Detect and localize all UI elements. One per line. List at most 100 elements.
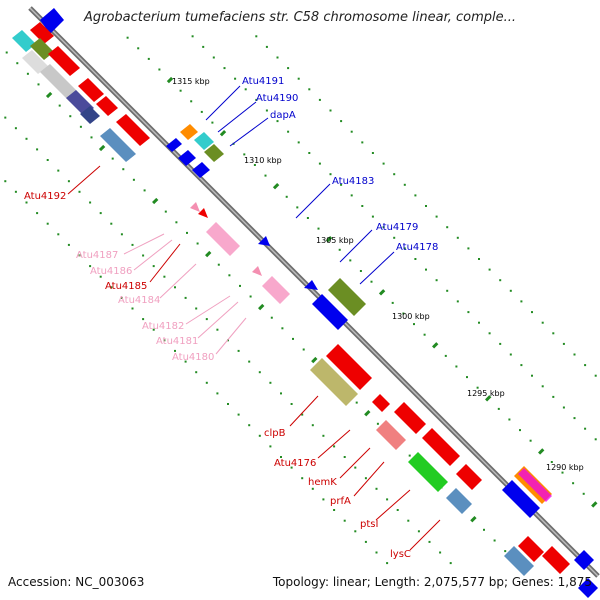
- gene-feature[interactable]: [190, 202, 200, 212]
- gene-feature[interactable]: [578, 578, 598, 598]
- kbp-label: 1310 kbp: [244, 156, 282, 165]
- kbp-tick: [287, 67, 290, 70]
- kbp-tick: [359, 270, 362, 272]
- gene-feature[interactable]: [422, 428, 460, 466]
- kbp-tick: [428, 540, 431, 543]
- kbp-tick: [25, 137, 28, 140]
- gene-feature[interactable]: [30, 22, 54, 44]
- kbp-tick: [378, 289, 386, 296]
- gene-label-atu4191[interactable]: Atu4191: [242, 76, 284, 87]
- kbp-tick: [290, 403, 293, 405]
- gene-label-atu4186[interactable]: Atu4186: [90, 266, 132, 277]
- kbp-tick: [541, 321, 544, 324]
- kbp-tick: [467, 311, 470, 314]
- gene-feature[interactable]: [574, 550, 594, 570]
- gene-feature[interactable]: [376, 420, 406, 450]
- gene-label-atu4187[interactable]: Atu4187: [76, 250, 118, 261]
- gene-label-atu4185[interactable]: Atu4185: [105, 281, 147, 292]
- kbp-tick: [594, 438, 597, 441]
- gene-feature[interactable]: [204, 144, 224, 162]
- gene-label-hemk[interactable]: hemK: [308, 477, 337, 488]
- kbp-tick: [255, 35, 258, 38]
- gene-feature[interactable]: [180, 124, 198, 140]
- kbp-tick: [217, 263, 220, 266]
- gene-feature[interactable]: [258, 236, 270, 246]
- kbp-tick: [152, 197, 159, 205]
- gene-feature[interactable]: [446, 488, 472, 514]
- gene-label-ptsi[interactable]: ptsI: [360, 519, 378, 530]
- gene-feature[interactable]: [40, 8, 64, 34]
- gene-feature[interactable]: [194, 132, 214, 150]
- kbp-tick: [478, 321, 480, 324]
- gene-feature[interactable]: [206, 222, 240, 256]
- gene-label-atu4184[interactable]: Atu4184: [118, 295, 160, 306]
- kbp-tick: [541, 385, 544, 388]
- gene-label-clpb[interactable]: clpB: [264, 428, 286, 439]
- gene-feature[interactable]: [542, 546, 570, 574]
- kbp-tick: [488, 332, 491, 335]
- gene-label-dapa[interactable]: dapA: [270, 110, 296, 121]
- kbp-tick: [311, 487, 314, 490]
- kbp-tick: [446, 289, 449, 292]
- kbp-tick: [45, 91, 53, 99]
- kbp-tick: [485, 395, 492, 402]
- gene-feature[interactable]: [30, 38, 54, 60]
- gene-feature[interactable]: [48, 46, 80, 76]
- gene-feature[interactable]: [166, 138, 182, 152]
- kbp-tick: [143, 189, 146, 192]
- kbp-tick: [355, 401, 358, 404]
- gene-label-atu4179[interactable]: Atu4179: [376, 222, 418, 233]
- gene-feature[interactable]: [518, 468, 552, 502]
- kbp-tick: [175, 221, 178, 224]
- gene-feature[interactable]: [456, 464, 482, 490]
- gene-feature[interactable]: [408, 452, 448, 492]
- gene-feature[interactable]: [12, 30, 36, 52]
- kbp-tick: [195, 371, 198, 374]
- kbp-tick: [407, 519, 410, 522]
- gene-label-atu4183[interactable]: Atu4183: [332, 176, 374, 187]
- kbp-tick: [78, 254, 81, 257]
- gene-feature[interactable]: [178, 150, 196, 166]
- gene-feature[interactable]: [372, 394, 390, 412]
- kbp-tick: [423, 333, 426, 336]
- gene-feature[interactable]: [252, 266, 262, 276]
- kbp-tick: [196, 242, 199, 245]
- gene-feature[interactable]: [504, 546, 534, 576]
- kbp-tick: [248, 424, 251, 427]
- gene-feature[interactable]: [394, 402, 426, 434]
- gene-feature[interactable]: [312, 294, 348, 330]
- kbp-tick: [142, 254, 145, 257]
- gene-feature[interactable]: [116, 114, 150, 146]
- gene-feature[interactable]: [96, 96, 118, 116]
- gene-label-atu4182[interactable]: Atu4182: [142, 321, 184, 332]
- gene-feature[interactable]: [198, 208, 208, 218]
- gene-label-prfa[interactable]: prfA: [330, 496, 351, 507]
- gene-label-atu4176[interactable]: Atu4176: [274, 458, 316, 469]
- kbp-tick: [333, 509, 336, 511]
- gene-label-lysc[interactable]: lysC: [390, 549, 411, 560]
- gene-feature[interactable]: [100, 128, 136, 162]
- gene-label-atu4181[interactable]: Atu4181: [156, 336, 198, 347]
- gene-feature[interactable]: [22, 50, 48, 74]
- gene-feature[interactable]: [518, 536, 544, 562]
- gene-label-atu4192[interactable]: Atu4192: [24, 191, 66, 202]
- gene-feature[interactable]: [40, 64, 80, 102]
- gene-feature[interactable]: [80, 106, 100, 124]
- kbp-tick: [562, 342, 565, 345]
- kbp-tick: [265, 109, 268, 112]
- gene-feature[interactable]: [326, 344, 372, 390]
- gene-feature[interactable]: [192, 162, 210, 178]
- kbp-tick: [164, 210, 167, 213]
- kbp-tick: [264, 174, 267, 177]
- gene-label-atu4178[interactable]: Atu4178: [396, 242, 438, 253]
- gene-feature[interactable]: [502, 480, 540, 518]
- kbp-tick: [449, 562, 452, 565]
- gene-label-atu4190[interactable]: Atu4190: [256, 93, 298, 104]
- kbp-tick: [456, 236, 459, 239]
- gene-feature[interactable]: [304, 280, 318, 290]
- gene-feature[interactable]: [262, 276, 290, 304]
- gene-feature[interactable]: [78, 78, 104, 102]
- gene-feature[interactable]: [310, 358, 358, 406]
- gene-label-atu4180[interactable]: Atu4180: [172, 352, 214, 363]
- gene-feature[interactable]: [328, 278, 366, 316]
